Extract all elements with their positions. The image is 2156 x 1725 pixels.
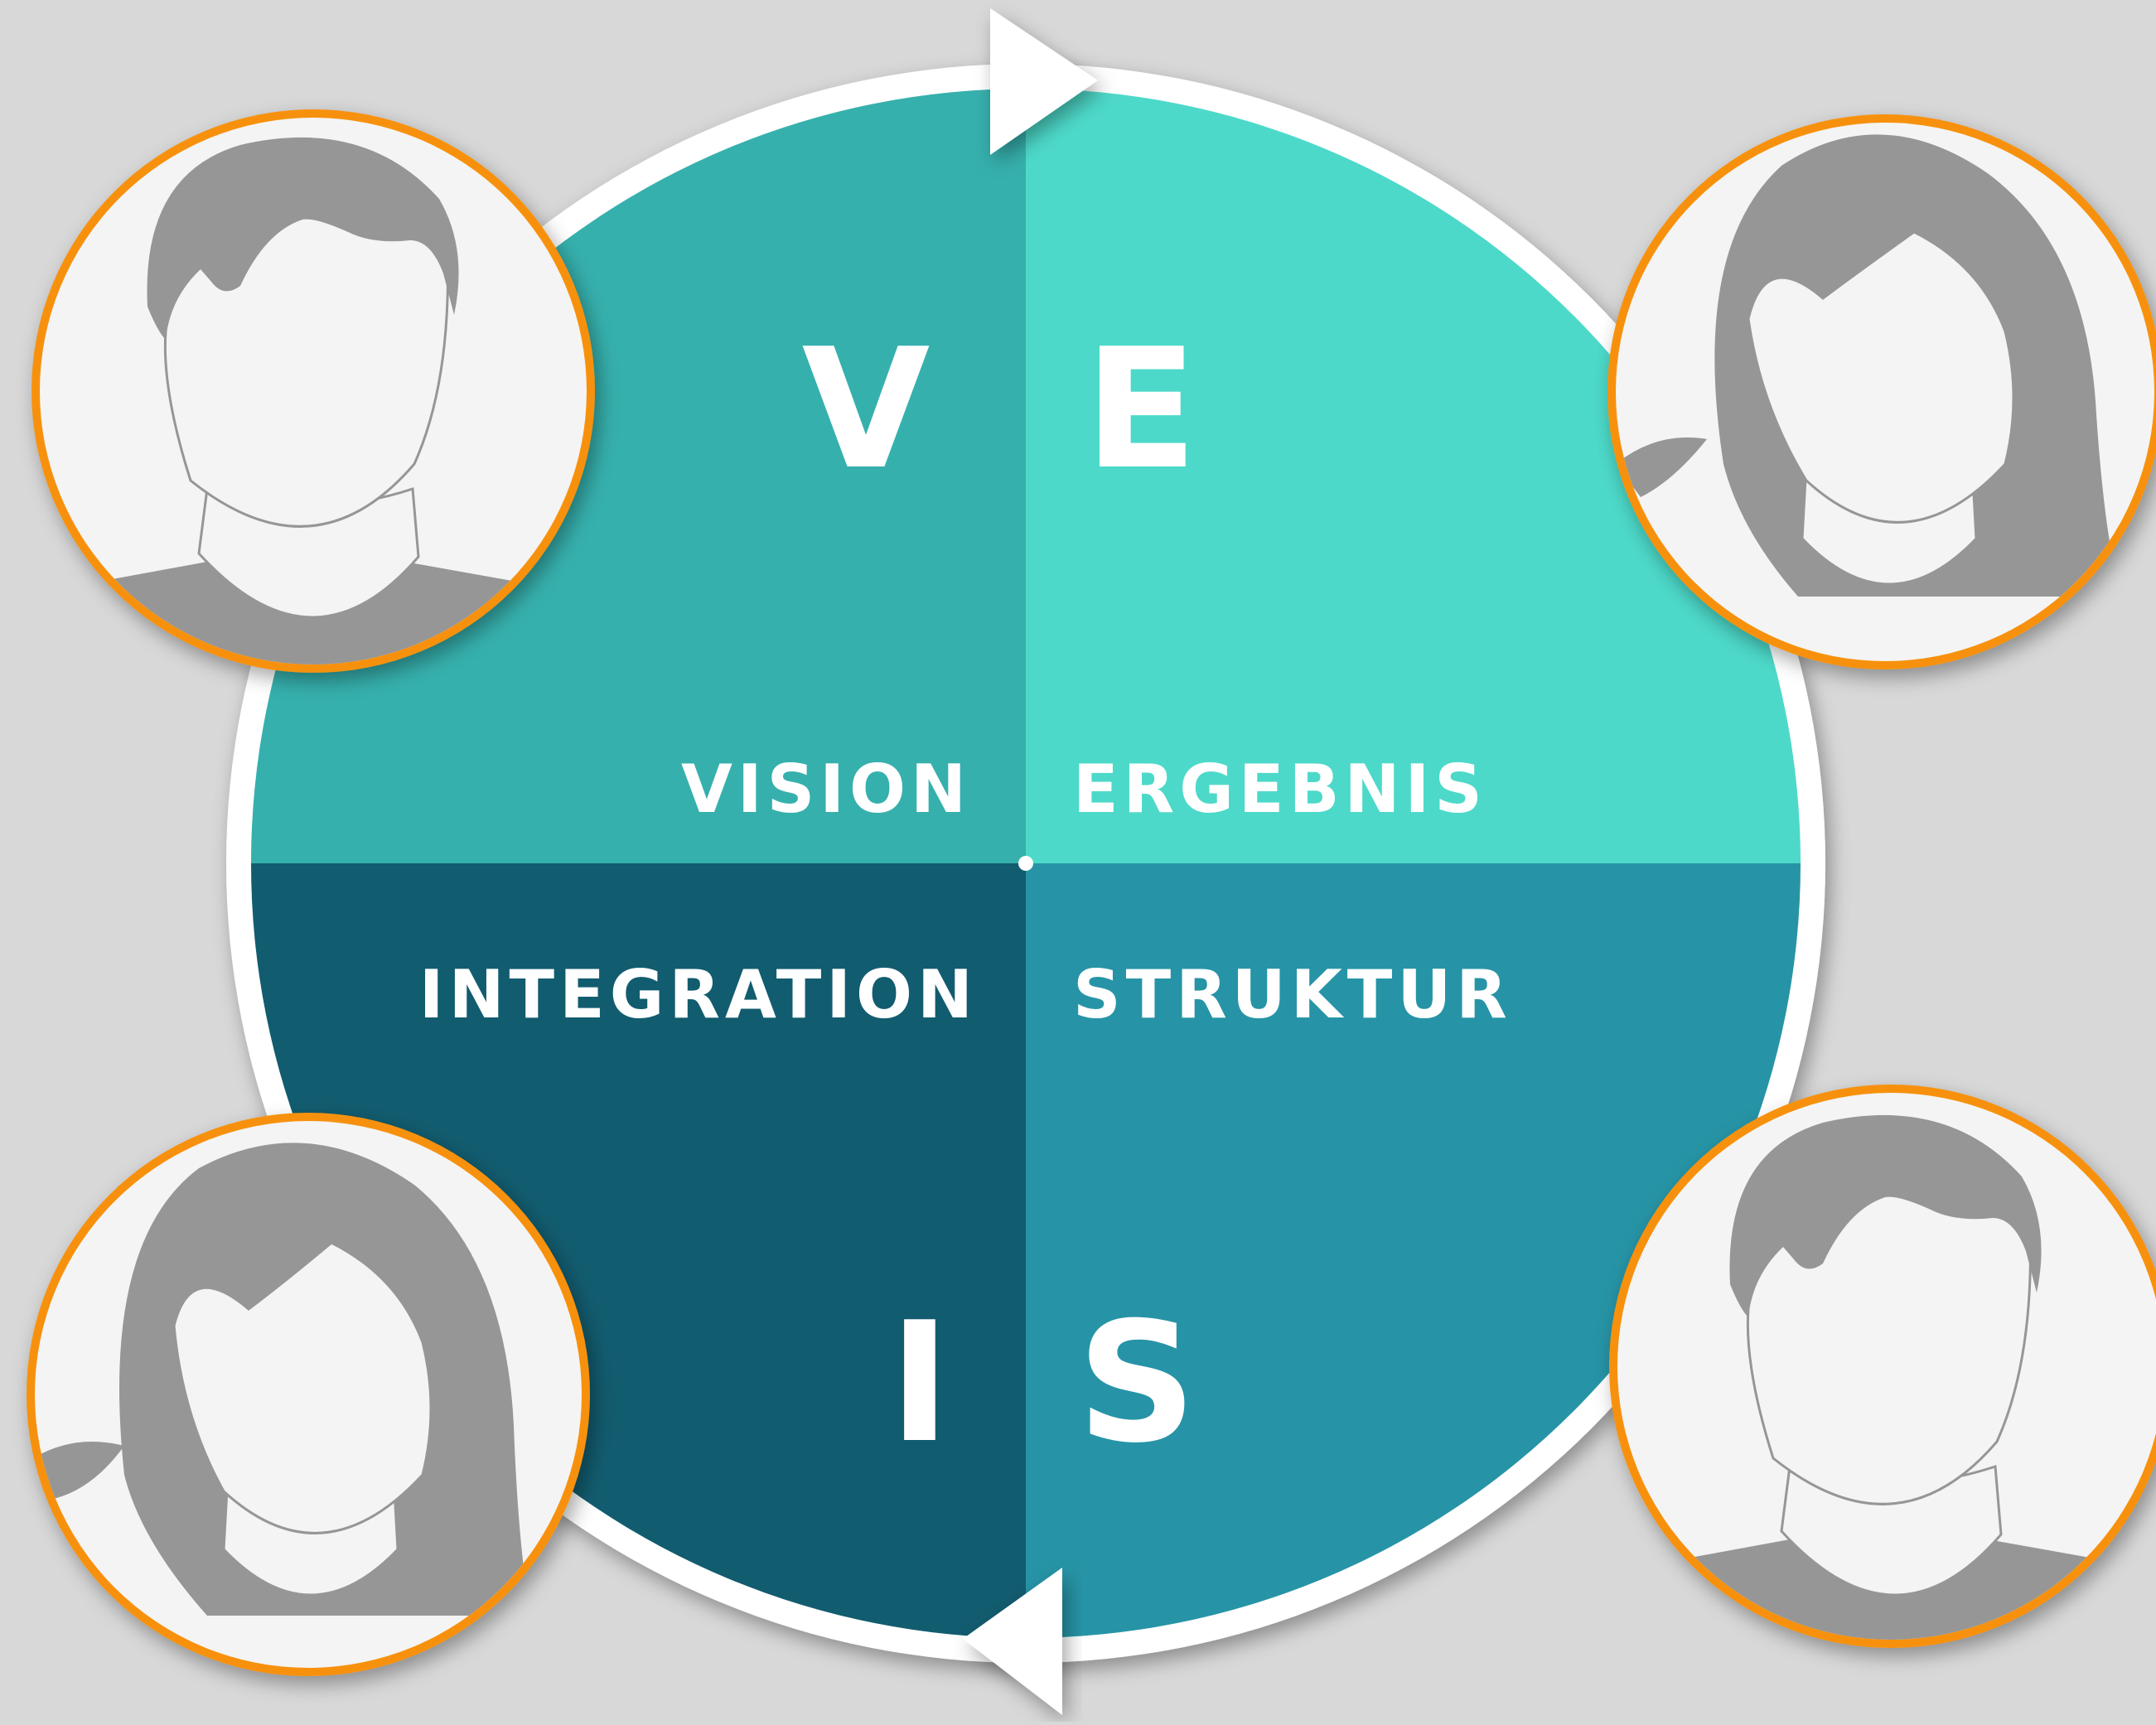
letter-i: I [889, 1287, 950, 1480]
arrow-bottom-icon [963, 1568, 1062, 1715]
letter-v: V [802, 313, 931, 506]
letter-s: S [1077, 1287, 1196, 1480]
female-avatar-icon [1607, 114, 2156, 669]
label-struktur: STRUKTUR [1073, 956, 1512, 1033]
center-dot [1018, 856, 1033, 871]
male-avatar-icon [1609, 1085, 2156, 1648]
arrow-top-icon [990, 8, 1098, 155]
label-integration: INTEGRATION [419, 956, 978, 1033]
label-vision: VISION [681, 751, 971, 828]
female-avatar-icon [27, 1113, 590, 1676]
male-avatar-icon [31, 109, 595, 673]
letter-e: E [1085, 313, 1198, 506]
label-ergebnis: ERGEBNIS [1073, 751, 1487, 828]
